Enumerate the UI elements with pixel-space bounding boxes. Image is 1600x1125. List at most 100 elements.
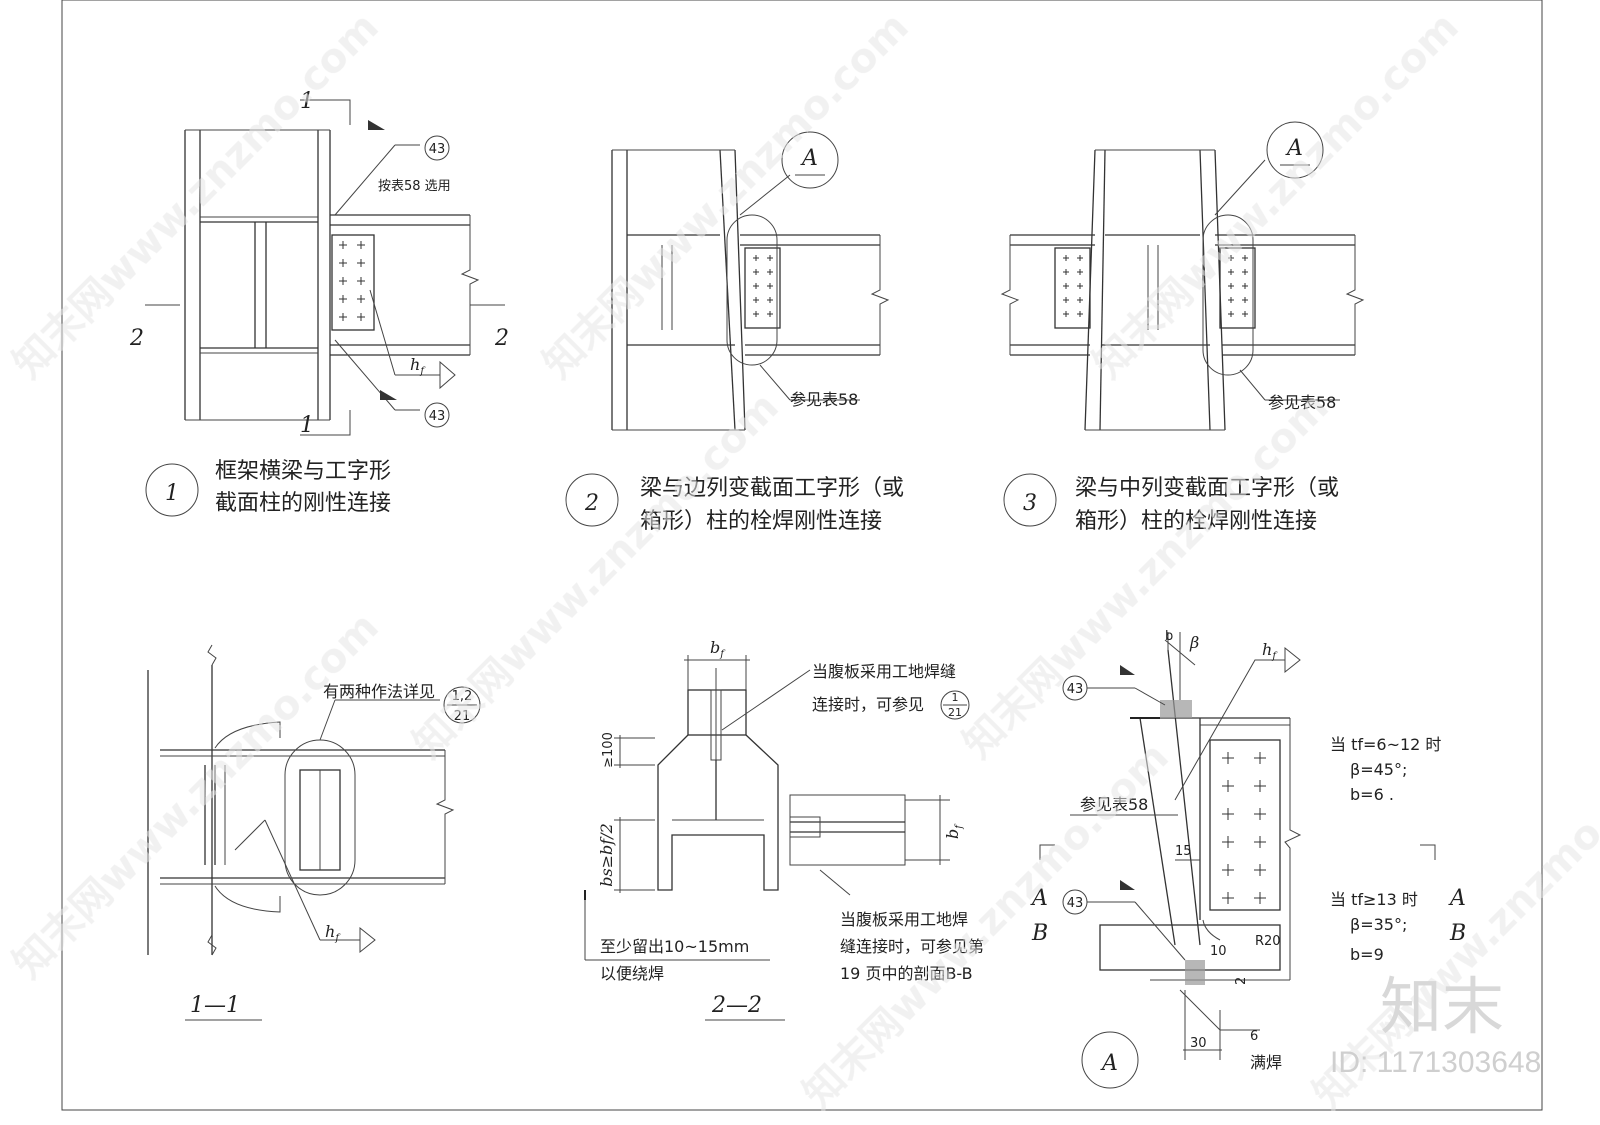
detail-a-weld-ref-top: 43 bbox=[1067, 682, 1084, 697]
bolt-mark bbox=[767, 311, 773, 317]
bolt-mark bbox=[753, 255, 759, 261]
section-2-2-bf-right: bf bbox=[943, 823, 965, 839]
weld-ref-bottom: 43 bbox=[429, 409, 446, 424]
bolt-mark bbox=[1242, 297, 1248, 303]
bolt-mark bbox=[1077, 297, 1083, 303]
detail-2-number: 2 bbox=[584, 491, 599, 516]
bolt-mark bbox=[339, 313, 347, 321]
bolt-mark bbox=[357, 259, 365, 267]
bolt-mark bbox=[1077, 311, 1083, 317]
note2-line1: 当腹板采用工地焊 bbox=[840, 910, 968, 929]
detail-3-caption-line2: 箱形）柱的栓焊刚性连接 bbox=[1075, 509, 1317, 534]
detail-2-caption-line1: 梁与边列变截面工字形（或 bbox=[640, 476, 904, 501]
section-mark-2-left: 2 bbox=[129, 326, 144, 351]
full-weld: 满焊 bbox=[1250, 1053, 1282, 1072]
detail-a-sec-b-right: B bbox=[1449, 921, 1466, 946]
dim-10: 10 bbox=[1210, 944, 1227, 959]
bolt-mark bbox=[767, 269, 773, 275]
cond1-line3: b=6 . bbox=[1350, 785, 1394, 804]
detail-1-caption-line1: 框架横梁与工字形 bbox=[215, 459, 391, 484]
cond1-line2: β=45°; bbox=[1350, 760, 1407, 779]
bolt-mark bbox=[1242, 255, 1248, 261]
detail-1-caption-line2: 截面柱的刚性连接 bbox=[215, 491, 391, 516]
detail-2-note: 参见表58 bbox=[790, 390, 858, 409]
bolt-mark bbox=[1254, 892, 1266, 904]
section-1-1 bbox=[147, 644, 481, 1021]
cond1-line1: 当 tf=6~12 时 bbox=[1330, 735, 1441, 754]
bolt-mark bbox=[753, 283, 759, 289]
detail-3-number-circle bbox=[1003, 473, 1057, 527]
sheet-border bbox=[61, 0, 1543, 1111]
bolt-mark bbox=[767, 283, 773, 289]
bolt-mark bbox=[1077, 255, 1083, 261]
cond2-line3: b=9 bbox=[1350, 945, 1384, 964]
detail-a-b: b bbox=[1165, 629, 1173, 644]
detail-a-beta: β bbox=[1189, 633, 1199, 652]
bolt-mark bbox=[1254, 752, 1266, 764]
weld-ref-circle bbox=[424, 135, 450, 161]
bolt-mark bbox=[1254, 780, 1266, 792]
bolt-mark bbox=[1228, 311, 1234, 317]
dim-6: 6 bbox=[1250, 1029, 1258, 1044]
watermark-logo: 知末 bbox=[1380, 970, 1504, 1043]
section-1-1-note: 有两种作法详见 bbox=[323, 682, 435, 701]
section-2-2 bbox=[584, 655, 970, 1021]
note3-line1: 至少留出10~15mm bbox=[600, 937, 749, 956]
section-1-1-ref-bottom: 21 bbox=[454, 709, 471, 724]
bolt-mark bbox=[1228, 297, 1234, 303]
bolt-mark bbox=[357, 277, 365, 285]
detail-a-weld-ref-bottom: 43 bbox=[1067, 896, 1084, 911]
section-mark-1-top: 1 bbox=[300, 89, 314, 114]
bolt-mark bbox=[1063, 311, 1069, 317]
bolt-mark bbox=[1242, 269, 1248, 275]
detail-1-number-circle bbox=[145, 463, 199, 517]
bolt-mark bbox=[357, 241, 365, 249]
detail-2-elevation bbox=[611, 149, 890, 431]
bolt-mark bbox=[1222, 808, 1234, 820]
ref-circle bbox=[443, 686, 481, 724]
weld-ref-top: 43 bbox=[429, 142, 446, 157]
watermark-text: 知末网www.znzmo.com bbox=[1085, 4, 1468, 387]
section-1-1-hf: hf bbox=[325, 922, 341, 944]
bolt-mark bbox=[767, 255, 773, 261]
watermark-text: 知末网www.znzmo.com bbox=[405, 384, 788, 767]
detail-3-note: 参见表58 bbox=[1268, 393, 1336, 412]
bolt-mark bbox=[339, 259, 347, 267]
bolt-mark bbox=[1254, 864, 1266, 876]
detail-ref-circle bbox=[781, 131, 839, 189]
dim-r20: R20 bbox=[1255, 934, 1281, 949]
dim-30: 30 bbox=[1190, 1036, 1207, 1051]
bolt-mark bbox=[339, 241, 347, 249]
note2-line2: 缝连接时，可参见第 bbox=[840, 937, 984, 956]
dim-2: 2 bbox=[1234, 977, 1249, 985]
detail-3-caption-line1: 梁与中列变截面工字形（或 bbox=[1075, 476, 1339, 501]
detail-3-ref: A bbox=[1285, 136, 1303, 161]
dim-100: ≥100 bbox=[601, 732, 616, 768]
bolt-mark bbox=[1222, 836, 1234, 848]
bolt-mark bbox=[339, 295, 347, 303]
detail-2-caption-line2: 箱形）柱的栓焊刚性连接 bbox=[640, 509, 882, 534]
section-mark-2-right: 2 bbox=[494, 326, 509, 351]
section-1-1-title: 1—1 bbox=[190, 993, 240, 1018]
detail-3-number: 3 bbox=[1023, 491, 1037, 516]
detail-a-hf: hf bbox=[1262, 640, 1278, 662]
bolt-mark bbox=[1242, 311, 1248, 317]
cond2-line2: β=35°; bbox=[1350, 915, 1407, 934]
bolt-mark bbox=[1077, 283, 1083, 289]
bolt-mark bbox=[767, 297, 773, 303]
bolt-mark bbox=[1222, 864, 1234, 876]
detail-a-sec-b-left: B bbox=[1031, 921, 1048, 946]
detail-ref-circle bbox=[1266, 121, 1324, 179]
bolt-mark bbox=[339, 277, 347, 285]
hf-label: hf bbox=[410, 355, 426, 377]
note-table: 按表58 选用 bbox=[378, 179, 451, 194]
detail-a-title-circle bbox=[1081, 1031, 1139, 1089]
section-2-2-bf: bf bbox=[710, 638, 726, 660]
bolt-mark bbox=[753, 311, 759, 317]
ref-circle bbox=[940, 690, 970, 720]
bolt-mark bbox=[1228, 283, 1234, 289]
bolt-mark bbox=[1254, 808, 1266, 820]
detail-a-title: A bbox=[1100, 1051, 1118, 1076]
bolt-mark bbox=[753, 297, 759, 303]
